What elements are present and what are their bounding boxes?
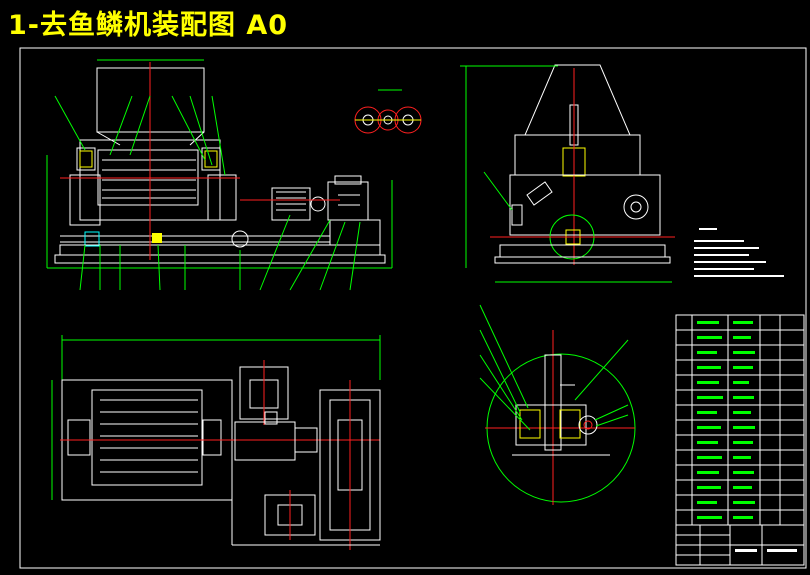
front-view (46, 59, 393, 291)
drawing-title: 1-去鱼鳞机装配图 A0 (8, 10, 289, 41)
drawing-frame (19, 47, 807, 569)
drum-teeth (102, 159, 196, 199)
technical-requirements-notes (694, 228, 784, 277)
parts-list-entries (697, 321, 755, 519)
parts-list-table (675, 314, 805, 526)
parts-list-rows (676, 329, 804, 511)
plan-view (51, 335, 381, 550)
drum-plan-teeth (100, 399, 198, 473)
gear-detail-view (354, 89, 422, 134)
title-block (675, 524, 805, 566)
section-detail-view (479, 304, 636, 505)
side-view (460, 64, 675, 283)
